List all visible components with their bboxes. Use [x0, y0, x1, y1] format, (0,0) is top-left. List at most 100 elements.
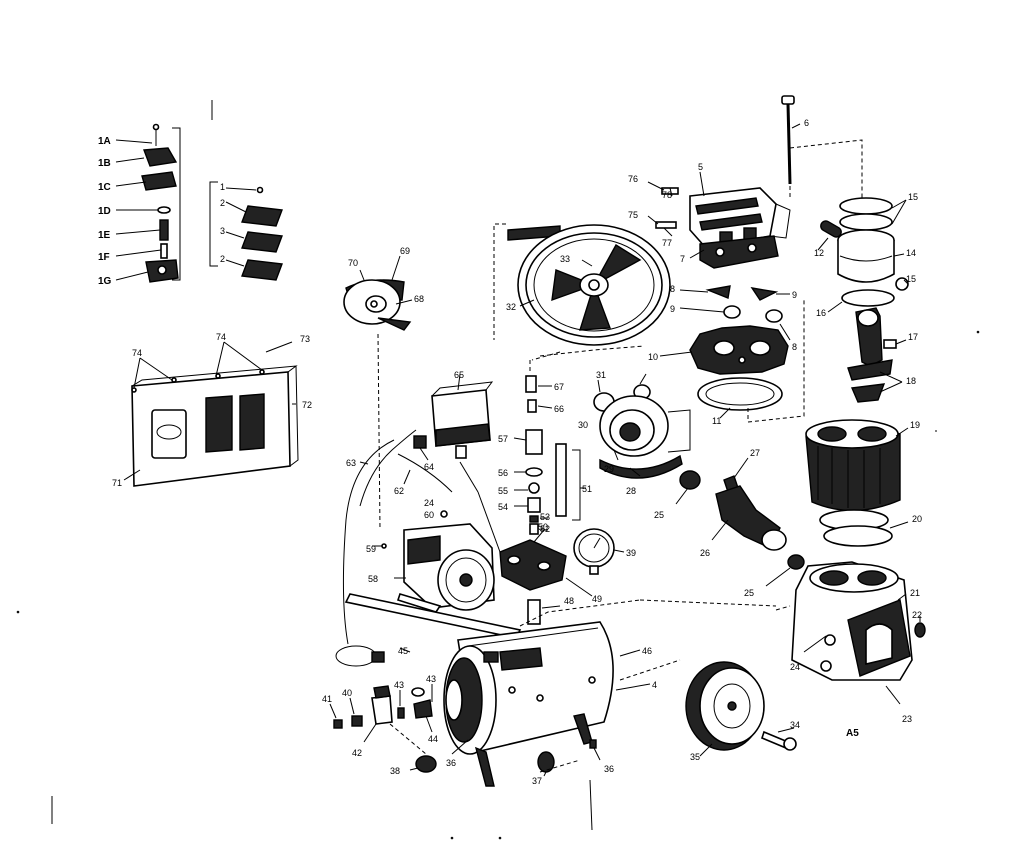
label-8-right: 8 — [792, 342, 797, 352]
label-37: 37 — [532, 776, 542, 786]
label-48: 48 — [564, 596, 574, 606]
label-46: 46 — [642, 646, 652, 656]
label-54: 54 — [498, 502, 508, 512]
label-1: 1 — [220, 182, 225, 192]
piston-group — [817, 197, 909, 403]
label-25-upper: 25 — [654, 510, 664, 520]
label-25-lower: 25 — [744, 588, 754, 598]
label-32: 32 — [506, 302, 516, 312]
label-20: 20 — [912, 514, 922, 524]
label-62: 62 — [394, 486, 404, 496]
label-42: 42 — [352, 748, 362, 758]
label-75: 75 — [628, 210, 638, 220]
label-1A: 1A — [98, 136, 111, 147]
label-38: 38 — [390, 766, 400, 776]
label-18: 18 — [906, 376, 916, 386]
label-14: 14 — [906, 248, 916, 258]
label-15-top: 15 — [908, 192, 918, 202]
cylinder-head-group — [647, 95, 863, 269]
belt-group — [343, 255, 413, 331]
power-cord-group — [335, 439, 395, 667]
pressure-switch-group — [431, 351, 586, 535]
label-16: 16 — [816, 308, 826, 318]
flywheel-group — [493, 223, 671, 357]
label-53: 53 — [540, 512, 550, 522]
label-77: 77 — [662, 238, 672, 248]
label-29: 29 — [604, 464, 614, 474]
label-74-right: 74 — [216, 332, 226, 342]
label-1G: 1G — [98, 276, 112, 287]
label-63: 63 — [346, 458, 356, 468]
label-73: 73 — [300, 334, 310, 344]
label-78: 78 — [662, 190, 672, 200]
label-43-left: 43 — [394, 680, 404, 690]
label-35: 35 — [690, 752, 700, 762]
label-57: 57 — [498, 434, 508, 444]
belt-guard-group — [123, 341, 299, 487]
label-4: 4 — [652, 680, 657, 690]
label-1E: 1E — [98, 230, 111, 241]
label-2-upper: 2 — [220, 198, 225, 208]
part-labels: 1A 1B 1C 1D 1E 1F 1G 1 2 3 2 74 74 73 72… — [98, 118, 922, 786]
gauge-group — [573, 528, 625, 575]
figure-code: A5 — [846, 728, 859, 739]
label-27: 27 — [750, 448, 760, 458]
label-22: 22 — [912, 610, 922, 620]
label-26: 26 — [700, 548, 710, 558]
label-19: 19 — [910, 420, 920, 430]
label-11: 11 — [712, 416, 721, 426]
label-44: 44 — [428, 734, 438, 744]
label-5: 5 — [698, 162, 703, 172]
label-51: 51 — [582, 484, 592, 494]
label-40: 40 — [342, 688, 352, 698]
valve-plate-group — [659, 285, 805, 423]
label-55: 55 — [498, 486, 508, 496]
valve-assembly-group — [115, 100, 283, 283]
label-67: 67 — [554, 382, 564, 392]
label-74-left: 74 — [132, 348, 142, 358]
label-66: 66 — [554, 404, 564, 414]
label-8-left: 8 — [670, 284, 675, 294]
label-56: 56 — [498, 468, 508, 478]
label-43-right: 43 — [426, 674, 436, 684]
label-34: 34 — [790, 720, 800, 730]
label-59: 59 — [366, 544, 376, 554]
air-tank-group — [344, 593, 681, 787]
label-7: 7 — [680, 254, 685, 264]
label-49: 49 — [592, 594, 602, 604]
label-50: 50 — [538, 522, 548, 532]
label-30: 30 — [578, 420, 588, 430]
label-70: 70 — [348, 258, 358, 268]
label-6: 6 — [804, 118, 809, 128]
label-69: 69 — [400, 246, 410, 256]
label-24-lower: 24 — [790, 662, 800, 672]
label-21: 21 — [910, 588, 920, 598]
label-9-right: 9 — [792, 290, 797, 300]
label-1D: 1D — [98, 206, 111, 217]
label-64: 64 — [424, 462, 434, 472]
label-3: 3 — [220, 226, 225, 236]
label-28: 28 — [626, 486, 636, 496]
label-15-bottom: 15 — [906, 274, 916, 284]
crankshaft-group — [593, 373, 805, 587]
label-39: 39 — [626, 548, 636, 558]
crankcase-group — [639, 561, 926, 705]
label-1B: 1B — [98, 158, 111, 169]
label-9-left: 9 — [670, 304, 675, 314]
label-45: 45 — [398, 646, 408, 656]
manifold-group — [459, 461, 593, 625]
label-76: 76 — [628, 174, 638, 184]
label-41: 41 — [322, 694, 332, 704]
label-36-left: 36 — [446, 758, 456, 768]
margin-marks — [16, 330, 980, 840]
label-23: 23 — [902, 714, 912, 724]
label-24-upper: 24 — [424, 498, 434, 508]
label-1F: 1F — [98, 252, 110, 263]
label-52: 52 — [540, 524, 550, 534]
label-1C: 1C — [98, 182, 111, 193]
label-33: 33 — [560, 254, 570, 264]
label-36-right: 36 — [604, 764, 614, 774]
motor-group — [359, 333, 495, 613]
label-68: 68 — [414, 294, 424, 304]
